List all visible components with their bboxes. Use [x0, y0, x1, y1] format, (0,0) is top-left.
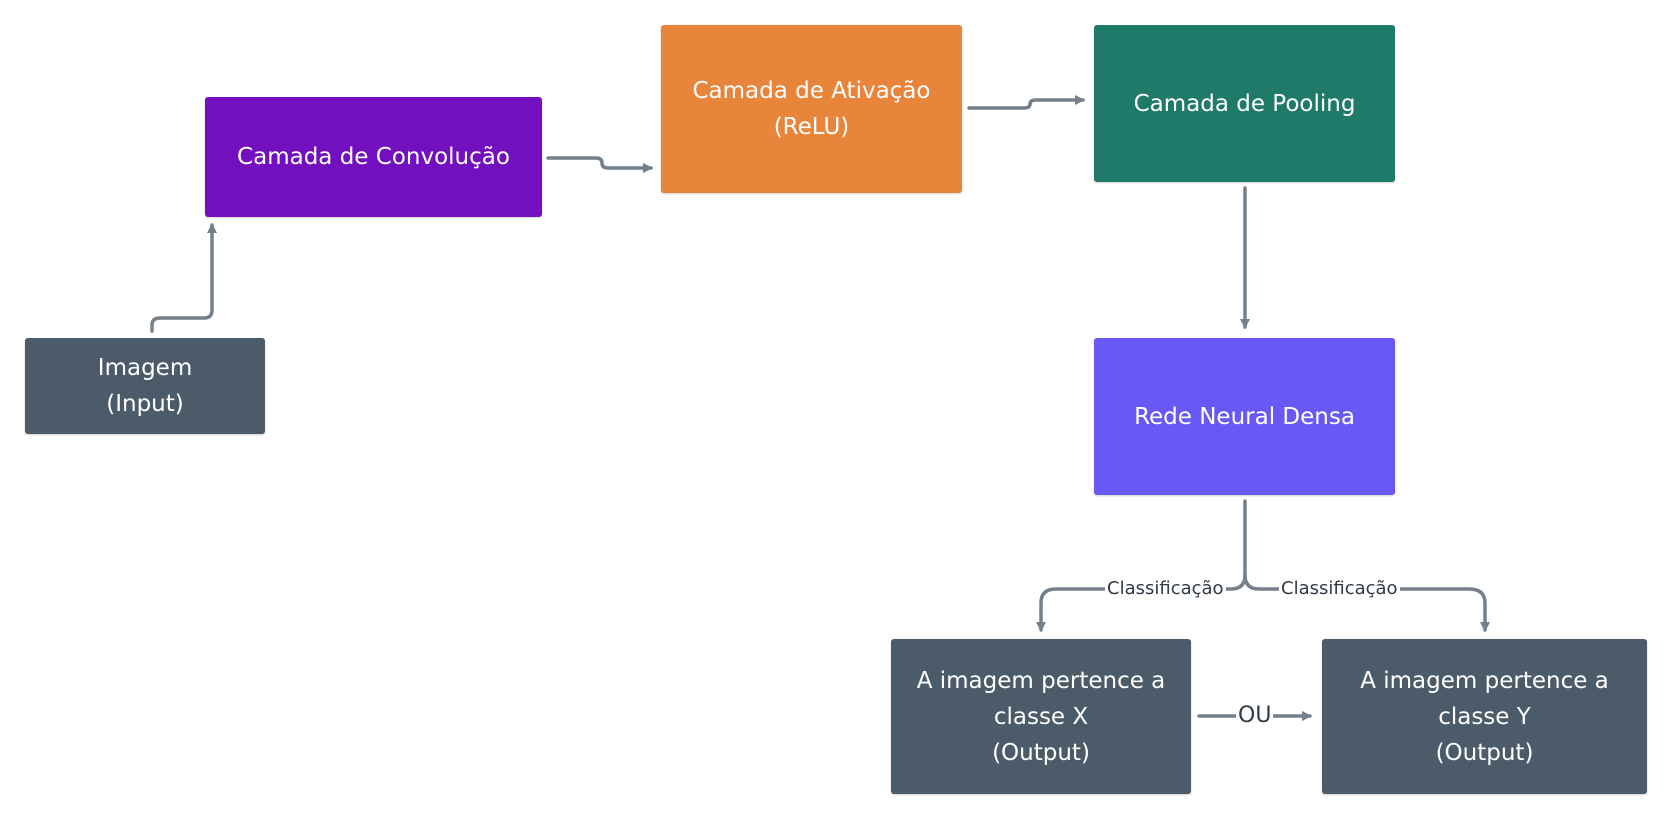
dense-network-node: Rede Neural Densa: [1094, 338, 1395, 495]
edge-convolution-to-activation: [546, 156, 653, 173]
edge-dense-to-output-x: [1036, 499, 1247, 632]
convolution-layer-label: Camada de Convolução: [237, 144, 510, 170]
output-class-y-label: A imagem pertence a classe Y (Output): [1360, 667, 1609, 766]
pooling-layer-node: Camada de Pooling: [1094, 25, 1395, 182]
edge-input-to-convolution: [150, 223, 217, 333]
pooling-layer-label: Camada de Pooling: [1133, 90, 1356, 117]
activation-layer-node: Camada de Ativação (ReLU): [661, 25, 962, 193]
classification-label-left: Classificação: [1105, 578, 1226, 599]
classification-label-right: Classificação: [1279, 578, 1400, 599]
edge-activation-to-pooling: [967, 95, 1085, 110]
output-class-y-node: A imagem pertence a classe Y (Output): [1322, 639, 1647, 794]
output-class-x-label: A imagem pertence a classe X (Output): [916, 667, 1166, 766]
activation-layer-label: Camada de Ativação (ReLU): [692, 78, 931, 140]
or-label: OU: [1236, 703, 1274, 728]
output-class-x-node: A imagem pertence a classe X (Output): [891, 639, 1191, 794]
input-node-label: Imagem (Input): [97, 355, 193, 417]
input-node: Imagem (Input): [25, 338, 265, 434]
convolution-layer-node: Camada de Convolução: [205, 97, 542, 217]
edge-dense-to-output-y: [1243, 573, 1490, 632]
dense-network-label: Rede Neural Densa: [1134, 403, 1355, 430]
